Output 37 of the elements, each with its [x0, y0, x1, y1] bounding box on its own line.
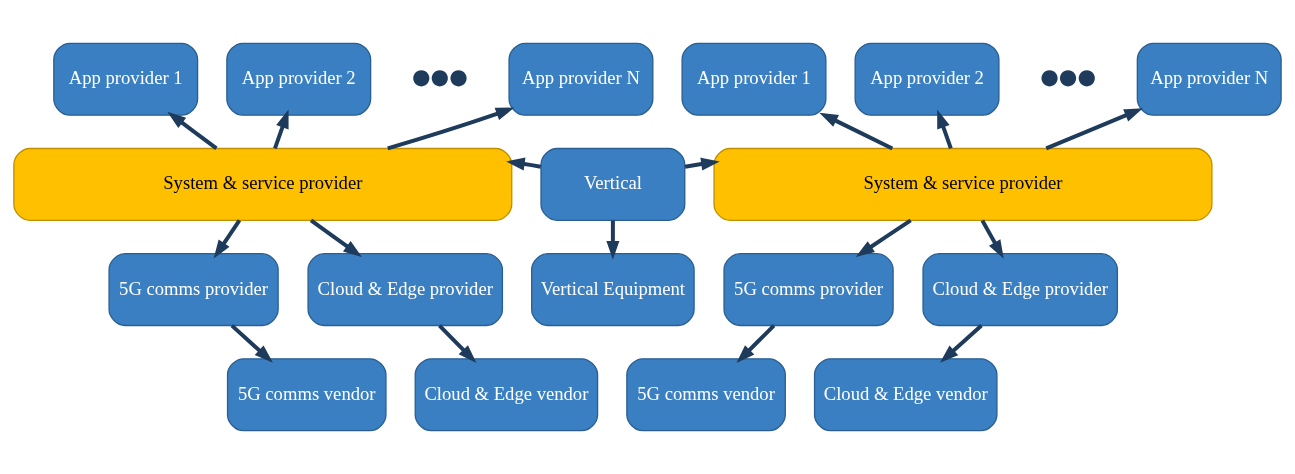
arrow	[937, 109, 953, 150]
node-box: App provider N	[1136, 42, 1282, 116]
arrow	[606, 220, 620, 260]
node-box: 5G comms vendor	[626, 358, 786, 432]
node-box: App provider N	[508, 42, 654, 116]
arrow	[819, 112, 894, 151]
label: ●●●	[1040, 64, 1096, 90]
arrow	[1045, 108, 1143, 151]
node-box: App provider 2	[854, 42, 1000, 116]
arrow	[387, 107, 515, 151]
arrow	[855, 218, 912, 257]
arrow	[506, 157, 542, 171]
node-box: 5G comms vendor	[226, 358, 387, 432]
node-box: Cloud & Edge vendor	[813, 358, 998, 432]
arrow	[438, 324, 477, 364]
arrow	[273, 109, 289, 150]
node-box: App provider 2	[226, 42, 372, 116]
node-box: System & service provider	[713, 147, 1213, 222]
node-box: Cloud & Edge provider	[922, 252, 1119, 327]
arrow	[684, 157, 720, 171]
node-box: Cloud & Edge vendor	[414, 358, 599, 432]
label: ●●●	[411, 64, 468, 90]
arrow	[230, 324, 273, 363]
node-box: App provider 1	[53, 42, 199, 116]
arrow	[736, 324, 776, 363]
arrow	[980, 219, 1004, 259]
arrow	[213, 219, 242, 259]
node-box: System & service provider	[13, 147, 513, 222]
arrow	[309, 218, 362, 258]
node-box: App provider 1	[681, 42, 827, 116]
node-box: Cloud & Edge provider	[307, 252, 504, 327]
node-box: 5G comms provider	[108, 252, 279, 327]
node-box: Vertical	[540, 147, 686, 222]
node-box: Vertical Equipment	[531, 252, 695, 327]
arrow	[167, 111, 218, 151]
node-box: 5G comms provider	[723, 252, 894, 327]
arrow	[939, 324, 983, 363]
